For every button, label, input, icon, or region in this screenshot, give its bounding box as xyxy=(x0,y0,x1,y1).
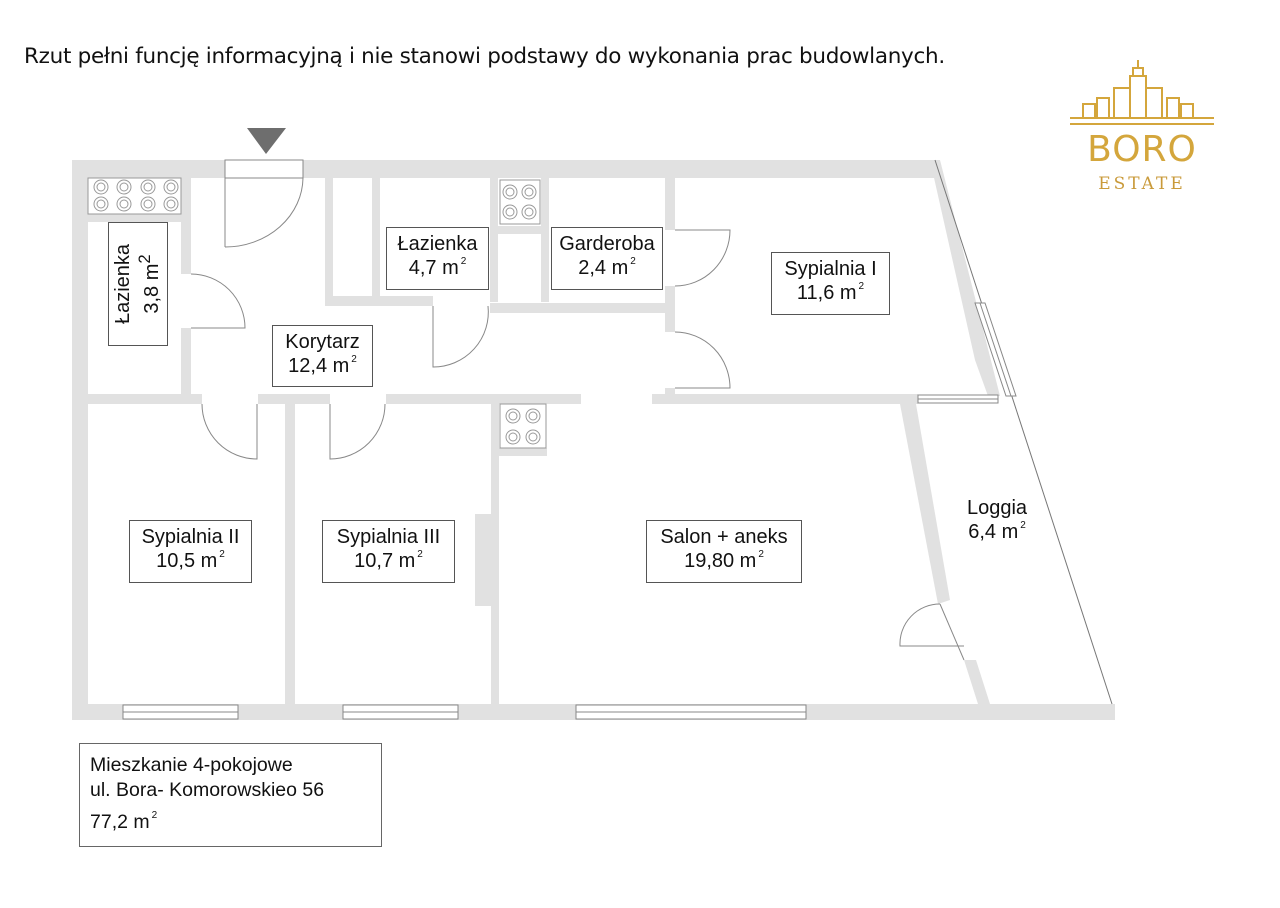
unit-sup: 2 xyxy=(135,254,155,264)
room-area: 2,4 m xyxy=(578,257,629,279)
room-name: Łazienka xyxy=(397,233,478,255)
logo-brand-name: BORO xyxy=(1087,129,1197,170)
room-label-bathroom-small: Łazienka 3,8 m2 xyxy=(108,222,168,346)
unit-sup: 2 xyxy=(460,256,467,267)
windows xyxy=(122,302,1017,720)
entrance-door xyxy=(224,159,304,248)
walls xyxy=(72,160,1115,720)
unit-sup: 2 xyxy=(630,256,636,267)
room-area: 10,5 m xyxy=(156,550,218,572)
room-name: Loggia xyxy=(966,497,1028,519)
room-name: Sypialnia III xyxy=(336,526,441,548)
unit-sup: 2 xyxy=(1020,520,1026,531)
unit-sup: 2 xyxy=(219,549,225,560)
city-skyline-icon xyxy=(1070,60,1214,125)
doors xyxy=(190,229,965,661)
room-area: 4,7 m xyxy=(408,257,459,279)
room-area: 6,4 m xyxy=(968,521,1019,543)
logo-tagline: ESTATE xyxy=(1098,174,1186,194)
loggia-railing xyxy=(934,159,1113,705)
apartment-info-box: Mieszkanie 4-pokojowe ul. Bora- Komorows… xyxy=(79,743,382,847)
unit-sup: 2 xyxy=(758,549,764,560)
cooktop-icon xyxy=(87,177,547,449)
disclaimer-text: Rzut pełni funcję informacyjną i nie sta… xyxy=(24,44,945,69)
room-name: Sypialnia II xyxy=(141,526,240,548)
brand-logo: BORO ESTATE xyxy=(1066,58,1218,200)
room-name: Korytarz xyxy=(285,331,360,353)
room-area: 12,4 m xyxy=(288,355,350,377)
unit-sup: 2 xyxy=(417,549,423,560)
apartment-total-area: 77,2 m xyxy=(90,811,150,833)
entrance-arrow-icon xyxy=(247,128,286,154)
room-area: 11,6 m xyxy=(796,282,857,304)
room-name: Łazienka xyxy=(112,243,135,325)
unit-sup: 2 xyxy=(151,810,158,821)
unit-sup: 2 xyxy=(858,281,865,292)
unit-sup: 2 xyxy=(351,354,357,365)
room-name: Sypialnia I xyxy=(784,258,877,280)
apartment-type: Mieszkanie 4-pokojowe xyxy=(90,754,293,776)
room-name: Garderoba xyxy=(559,233,655,255)
room-area: 3,8 m xyxy=(140,263,163,314)
apartment-address: ul. Bora- Komorowskieo 56 xyxy=(90,779,325,801)
room-area: 10,7 m xyxy=(354,550,416,572)
room-area: 19,80 m xyxy=(684,550,757,572)
room-name: Salon + aneks xyxy=(660,526,788,548)
